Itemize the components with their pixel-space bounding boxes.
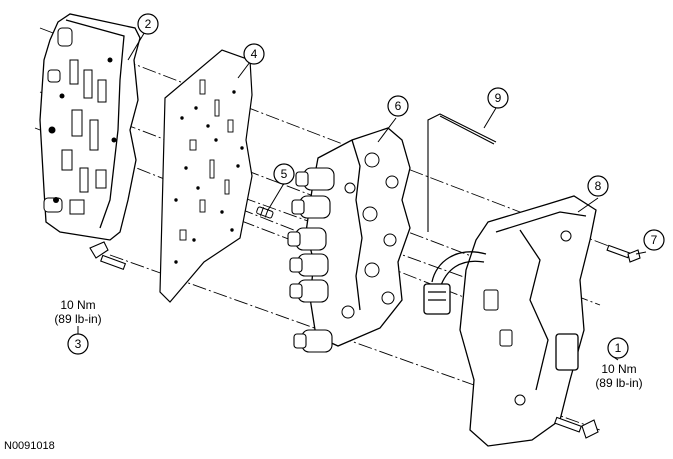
callout-6: 6 — [387, 95, 409, 117]
callout-9-number: 9 — [495, 91, 502, 105]
solenoid-4 — [289, 253, 329, 277]
callout-8: 8 — [587, 175, 609, 197]
torque-spec-3: 10 Nm (89 lb-in) — [48, 298, 108, 326]
solenoid-5 — [289, 279, 329, 303]
callout-9: 9 — [487, 87, 509, 109]
torque-1-nm: 10 Nm — [601, 362, 637, 376]
callout-4: 4 — [243, 43, 265, 65]
callout-5-number: 5 — [281, 167, 288, 181]
solenoid-1 — [295, 167, 335, 191]
torque-3-lbin: (89 lb-in) — [54, 312, 102, 326]
solenoid-body-assembly — [287, 127, 411, 353]
retaining-pin — [427, 113, 497, 232]
bolt-7 — [606, 244, 641, 263]
bolt-3 — [89, 241, 127, 270]
torque-spec-1: 10 Nm (89 lb-in) — [586, 362, 652, 390]
callout-2-number: 2 — [145, 17, 152, 31]
figure-id: N0091018 — [4, 440, 55, 452]
callout-6-number: 6 — [395, 99, 402, 113]
bolt-1 — [554, 416, 599, 439]
separator-plate — [159, 49, 253, 303]
callout-4-number: 4 — [251, 47, 258, 61]
callout-3-number: 3 — [75, 337, 82, 351]
torque-3-nm: 10 Nm — [60, 298, 96, 312]
torque-1-lbin: (89 lb-in) — [595, 376, 643, 390]
callout-5: 5 — [273, 163, 295, 185]
callout-7-number: 7 — [651, 233, 658, 247]
main-control-valve-body — [39, 13, 141, 241]
solenoid-6 — [293, 329, 333, 353]
callout-7: 7 — [643, 229, 665, 251]
solenoid-3 — [287, 227, 327, 251]
callout-2: 2 — [137, 13, 159, 35]
filter-screen — [256, 206, 274, 219]
callout-3: 3 — [67, 333, 89, 355]
callout-8-number: 8 — [595, 179, 602, 193]
callout-1: 1 — [607, 337, 629, 359]
solenoid-2 — [291, 195, 331, 219]
tcm-module-housing — [423, 195, 597, 447]
callout-1-number: 1 — [615, 341, 622, 355]
